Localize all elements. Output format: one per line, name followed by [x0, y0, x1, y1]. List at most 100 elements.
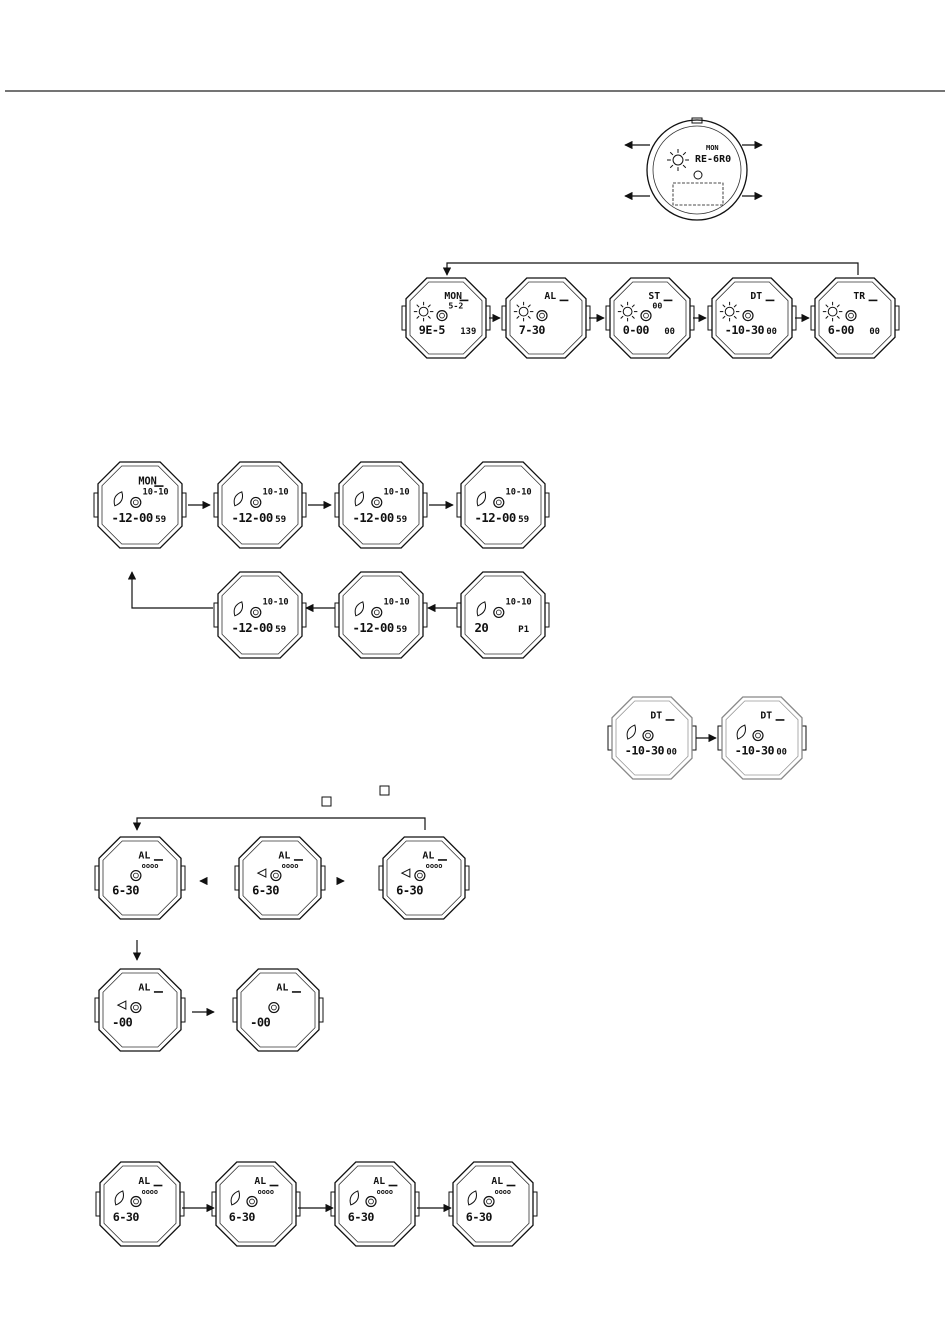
top-digits: 10-10 [506, 488, 532, 498]
sun-ray [620, 315, 624, 319]
main-digits: 20 [474, 621, 488, 635]
alarm-indicator-icon [116, 1000, 127, 1010]
sun-ray [516, 304, 520, 308]
center-ring-icon [130, 869, 142, 882]
center-ring-icon [268, 1001, 280, 1014]
watch-bezel [386, 840, 462, 916]
sun-ray [825, 304, 829, 308]
sun-ray [825, 315, 829, 319]
main-digits: 6-30 [112, 883, 139, 897]
sun-icon [672, 154, 684, 166]
watch-bezel [221, 465, 299, 545]
main-digits: -10-30 [725, 323, 765, 337]
sun-ray [836, 304, 840, 308]
center-dot-icon [253, 609, 259, 616]
sun-ray [516, 315, 520, 319]
center-ring-icon [642, 729, 654, 742]
sun-ray [682, 151, 687, 156]
center-dot-icon [133, 872, 139, 879]
watch-bezel [725, 700, 799, 776]
center-ring-icon [130, 1195, 142, 1208]
watch-bezel [102, 840, 178, 916]
center-ring-icon [845, 310, 857, 322]
watch-case-round [646, 119, 748, 221]
main-digits: -10-30 [735, 743, 775, 757]
seconds-digits: 59 [396, 514, 407, 525]
center-ring-icon [130, 496, 142, 509]
center-dot-icon [643, 312, 649, 319]
main-digits: 6-30 [229, 1210, 256, 1224]
center-dot-icon [271, 1004, 277, 1011]
watch-bezel [613, 281, 687, 355]
mode-label: AL [278, 850, 290, 861]
mode-label: ST [648, 291, 660, 302]
main-digits: 7-30 [519, 323, 546, 337]
main-digits: -10-30 [625, 743, 665, 757]
center-dot-icon [133, 1198, 139, 1205]
leaf-icon [626, 724, 636, 740]
alarm-dots: oooo [142, 862, 159, 870]
leaf-icon [736, 724, 746, 740]
sun-icon [724, 306, 735, 317]
leaf-icon [233, 491, 244, 507]
center-dot-icon [368, 1198, 374, 1205]
watch-bezel [464, 465, 542, 545]
mode-label: DT [650, 710, 662, 721]
main-digits: 6-30 [113, 1210, 140, 1224]
top-digits: 10-10 [263, 488, 289, 498]
center-dot-icon [373, 609, 380, 616]
main-digits: -00 [250, 1015, 270, 1029]
watch-display: AL 7-30 [501, 277, 591, 359]
main-digits: -12-00 [231, 511, 272, 525]
sun-icon [622, 306, 633, 317]
seconds-digits: 00 [664, 327, 675, 337]
main-digits: 0-00 [623, 323, 650, 337]
mode-cycle-return [442, 262, 859, 276]
top-digits: 10-10 [384, 488, 410, 498]
sun-ray [722, 304, 726, 308]
sun-ray [669, 164, 674, 169]
top-digits: 10-10 [506, 598, 532, 608]
center-ring-icon [270, 869, 282, 882]
watch-bezel [338, 1165, 412, 1243]
leaf-icon [114, 1190, 124, 1206]
alarm-dots: oooo [495, 1188, 511, 1196]
mode-label: AL [138, 982, 150, 993]
alarm-dots: oooo [142, 1188, 158, 1196]
watch-bezel [342, 465, 420, 545]
mode-label: AL [544, 291, 556, 302]
main-digits: -12-00 [111, 511, 152, 525]
sun-icon [418, 306, 429, 317]
sun-ray [836, 315, 840, 319]
leaf-icon [230, 1190, 240, 1206]
center-dot-icon [273, 872, 279, 879]
leaf-icon [113, 491, 124, 507]
alarm-indicator-icon [256, 868, 267, 878]
center-dot-icon [745, 312, 751, 319]
main-digits: 6-30 [348, 1210, 375, 1224]
seconds-digits: P1 [518, 624, 530, 635]
seconds-digits: 59 [518, 514, 529, 525]
center-ring-icon [493, 496, 505, 509]
main-digits: 9E-5 [419, 323, 446, 337]
sun-icon [827, 306, 838, 317]
center-dot-icon [848, 312, 854, 319]
alarm-dots: oooo [282, 862, 299, 870]
seconds-digits: 00 [666, 747, 677, 757]
mode-label: AL [422, 850, 434, 861]
sun-ray [427, 315, 431, 319]
alarm-indicator-icon [400, 868, 411, 878]
watch-bezel [242, 840, 318, 916]
mode-label: MON [444, 291, 462, 302]
seconds-digits: 00 [776, 747, 787, 757]
center-ring-icon [640, 310, 652, 322]
watch-bezel [456, 1165, 530, 1243]
seconds-digits: 59 [275, 514, 286, 525]
